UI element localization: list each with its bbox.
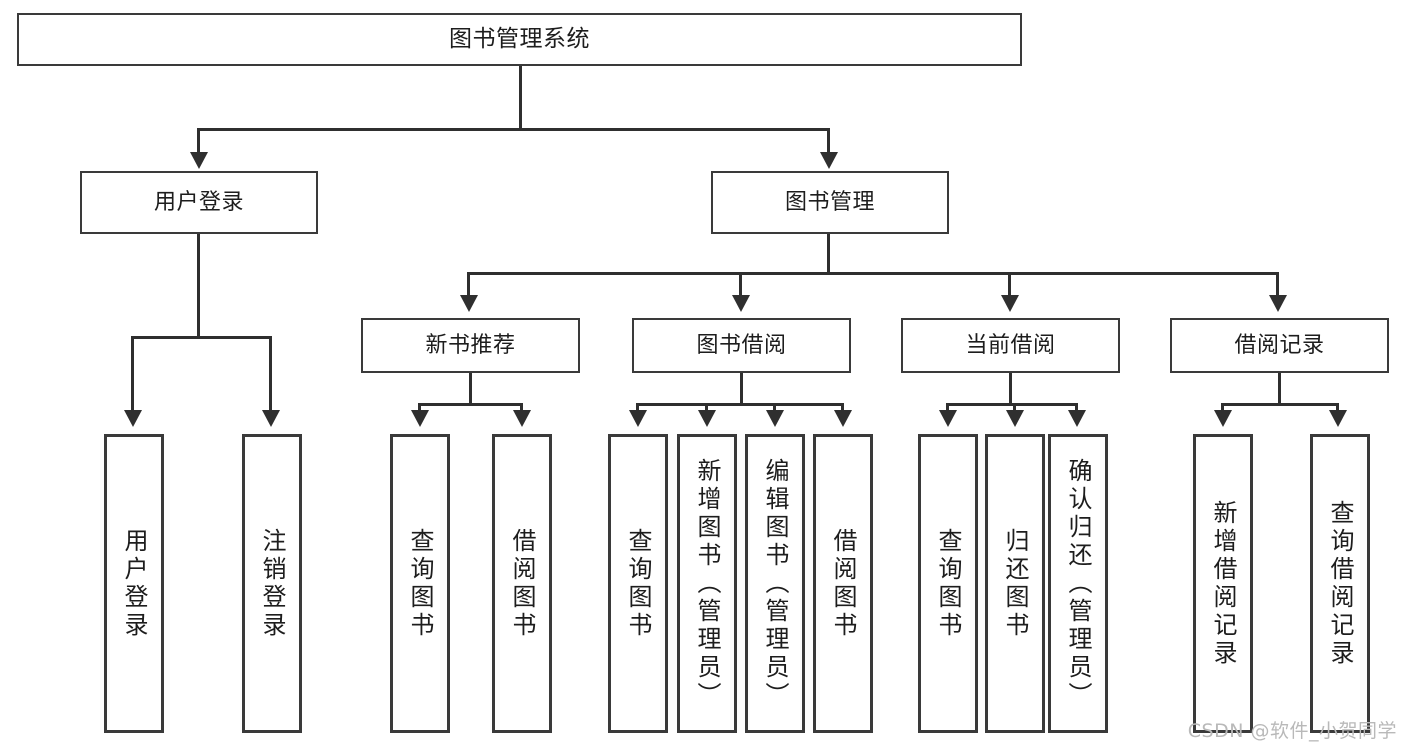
connector-root-to-book-mgmt xyxy=(827,128,830,155)
connector-user-login-stem xyxy=(197,234,200,338)
arrow-borrow-record-leaf-1 xyxy=(1214,410,1232,427)
node-label: 查询图书 xyxy=(624,527,652,640)
node-label: 查询图书 xyxy=(406,527,434,640)
connector-new-book-stem xyxy=(469,373,472,405)
node-label: 图书管理 xyxy=(784,189,875,215)
connector-current-borrow-bus xyxy=(946,403,1078,406)
node-label: 图书借阅 xyxy=(696,332,787,358)
connector-book-borrow-bus xyxy=(636,403,844,406)
arrow-user-login-leaf-2 xyxy=(262,410,280,427)
connector-book-mgmt-drop-3 xyxy=(1008,272,1011,297)
arrow-new-book-leaf-2 xyxy=(513,410,531,427)
arrow-book-borrow-leaf-4 xyxy=(834,410,852,427)
connector-user-login-drop-2 xyxy=(269,336,272,412)
connector-borrow-record-drop-2 xyxy=(1336,403,1339,413)
node-user-login[interactable]: 用户登录 xyxy=(80,171,318,234)
connector-book-borrow-drop-1 xyxy=(636,403,639,413)
leaf-current-borrow-query[interactable]: 查询图书 xyxy=(918,434,978,733)
leaf-borrow-record-add[interactable]: 新增借阅记录 xyxy=(1193,434,1253,733)
connector-book-mgmt-bus xyxy=(467,272,1279,275)
arrow-book-borrow-leaf-1 xyxy=(629,410,647,427)
node-label: 新增图书（管理员） xyxy=(693,457,721,710)
node-label: 查询图书 xyxy=(934,527,962,640)
node-label: 借阅图书 xyxy=(829,527,857,640)
leaf-book-borrow-query[interactable]: 查询图书 xyxy=(608,434,668,733)
connector-current-borrow-drop-1 xyxy=(946,403,949,413)
connector-current-borrow-stem xyxy=(1009,373,1012,405)
node-book-management[interactable]: 图书管理 xyxy=(711,171,949,234)
node-label: 当前借阅 xyxy=(965,332,1056,358)
arrow-current-borrow-leaf-3 xyxy=(1068,410,1086,427)
connector-new-book-drop-1 xyxy=(418,403,421,413)
node-label: 借阅图书 xyxy=(508,527,536,640)
arrow-user-login-leaf-1 xyxy=(124,410,142,427)
arrow-root-to-book-mgmt xyxy=(820,152,838,169)
connector-borrow-record-drop-1 xyxy=(1221,403,1224,413)
connector-book-mgmt-drop-2 xyxy=(739,272,742,297)
connector-root-to-user-login xyxy=(197,128,200,155)
leaf-new-book-borrow[interactable]: 借阅图书 xyxy=(492,434,552,733)
connector-book-borrow-drop-4 xyxy=(841,403,844,413)
leaf-user-login-logout[interactable]: 注销登录 xyxy=(242,434,302,733)
connector-book-borrow-drop-3 xyxy=(773,403,776,413)
node-label: 用户登录 xyxy=(153,189,244,215)
arrow-borrow-record-leaf-2 xyxy=(1329,410,1347,427)
connector-user-login-drop-1 xyxy=(131,336,134,412)
node-current-borrow[interactable]: 当前借阅 xyxy=(901,318,1120,373)
leaf-current-borrow-confirm[interactable]: 确认归还（管理员） xyxy=(1048,434,1108,733)
arrow-current-borrow-leaf-2 xyxy=(1006,410,1024,427)
leaf-book-borrow-borrow[interactable]: 借阅图书 xyxy=(813,434,873,733)
leaf-new-book-query[interactable]: 查询图书 xyxy=(390,434,450,733)
leaf-user-login-login[interactable]: 用户登录 xyxy=(104,434,164,733)
connector-root-stem xyxy=(519,66,522,130)
node-root-system[interactable]: 图书管理系统 xyxy=(17,13,1022,66)
arrow-book-mgmt-to-new-book xyxy=(460,295,478,312)
connector-book-mgmt-drop-1 xyxy=(467,272,470,297)
arrow-root-to-user-login xyxy=(190,152,208,169)
connector-book-mgmt-stem xyxy=(827,234,830,274)
node-label: 查询借阅记录 xyxy=(1326,499,1354,668)
arrow-new-book-leaf-1 xyxy=(411,410,429,427)
node-label: 注销登录 xyxy=(258,527,286,640)
connector-book-borrow-stem xyxy=(740,373,743,405)
node-label: 借阅记录 xyxy=(1234,332,1325,358)
connector-root-bus xyxy=(197,128,830,131)
node-label: 确认归还（管理员） xyxy=(1064,457,1092,710)
arrow-current-borrow-leaf-1 xyxy=(939,410,957,427)
leaf-book-borrow-edit[interactable]: 编辑图书（管理员） xyxy=(745,434,805,733)
connector-book-mgmt-drop-4 xyxy=(1276,272,1279,297)
connector-borrow-record-stem xyxy=(1278,373,1281,405)
connector-current-borrow-drop-3 xyxy=(1075,403,1078,413)
connector-user-login-bus xyxy=(131,336,269,339)
node-label: 归还图书 xyxy=(1001,527,1029,640)
node-label: 新书推荐 xyxy=(425,332,516,358)
arrow-book-borrow-leaf-2 xyxy=(698,410,716,427)
node-new-book-recommend[interactable]: 新书推荐 xyxy=(361,318,580,373)
node-label: 编辑图书（管理员） xyxy=(761,457,789,710)
leaf-borrow-record-query[interactable]: 查询借阅记录 xyxy=(1310,434,1370,733)
connector-new-book-drop-2 xyxy=(520,403,523,413)
node-label: 用户登录 xyxy=(120,527,148,640)
node-book-borrow[interactable]: 图书借阅 xyxy=(632,318,851,373)
connector-borrow-record-bus xyxy=(1221,403,1339,406)
leaf-book-borrow-add[interactable]: 新增图书（管理员） xyxy=(677,434,737,733)
node-label: 图书管理系统 xyxy=(449,26,590,53)
node-label: 新增借阅记录 xyxy=(1209,499,1237,668)
arrow-book-borrow-leaf-3 xyxy=(766,410,784,427)
arrow-book-mgmt-to-borrow-record xyxy=(1269,295,1287,312)
connector-new-book-bus xyxy=(418,403,523,406)
connector-current-borrow-drop-2 xyxy=(1013,403,1016,413)
leaf-current-borrow-return[interactable]: 归还图书 xyxy=(985,434,1045,733)
arrow-book-mgmt-to-book-borrow xyxy=(732,295,750,312)
node-borrow-record[interactable]: 借阅记录 xyxy=(1170,318,1389,373)
arrow-book-mgmt-to-current-borrow xyxy=(1001,295,1019,312)
connector-book-borrow-drop-2 xyxy=(705,403,708,413)
